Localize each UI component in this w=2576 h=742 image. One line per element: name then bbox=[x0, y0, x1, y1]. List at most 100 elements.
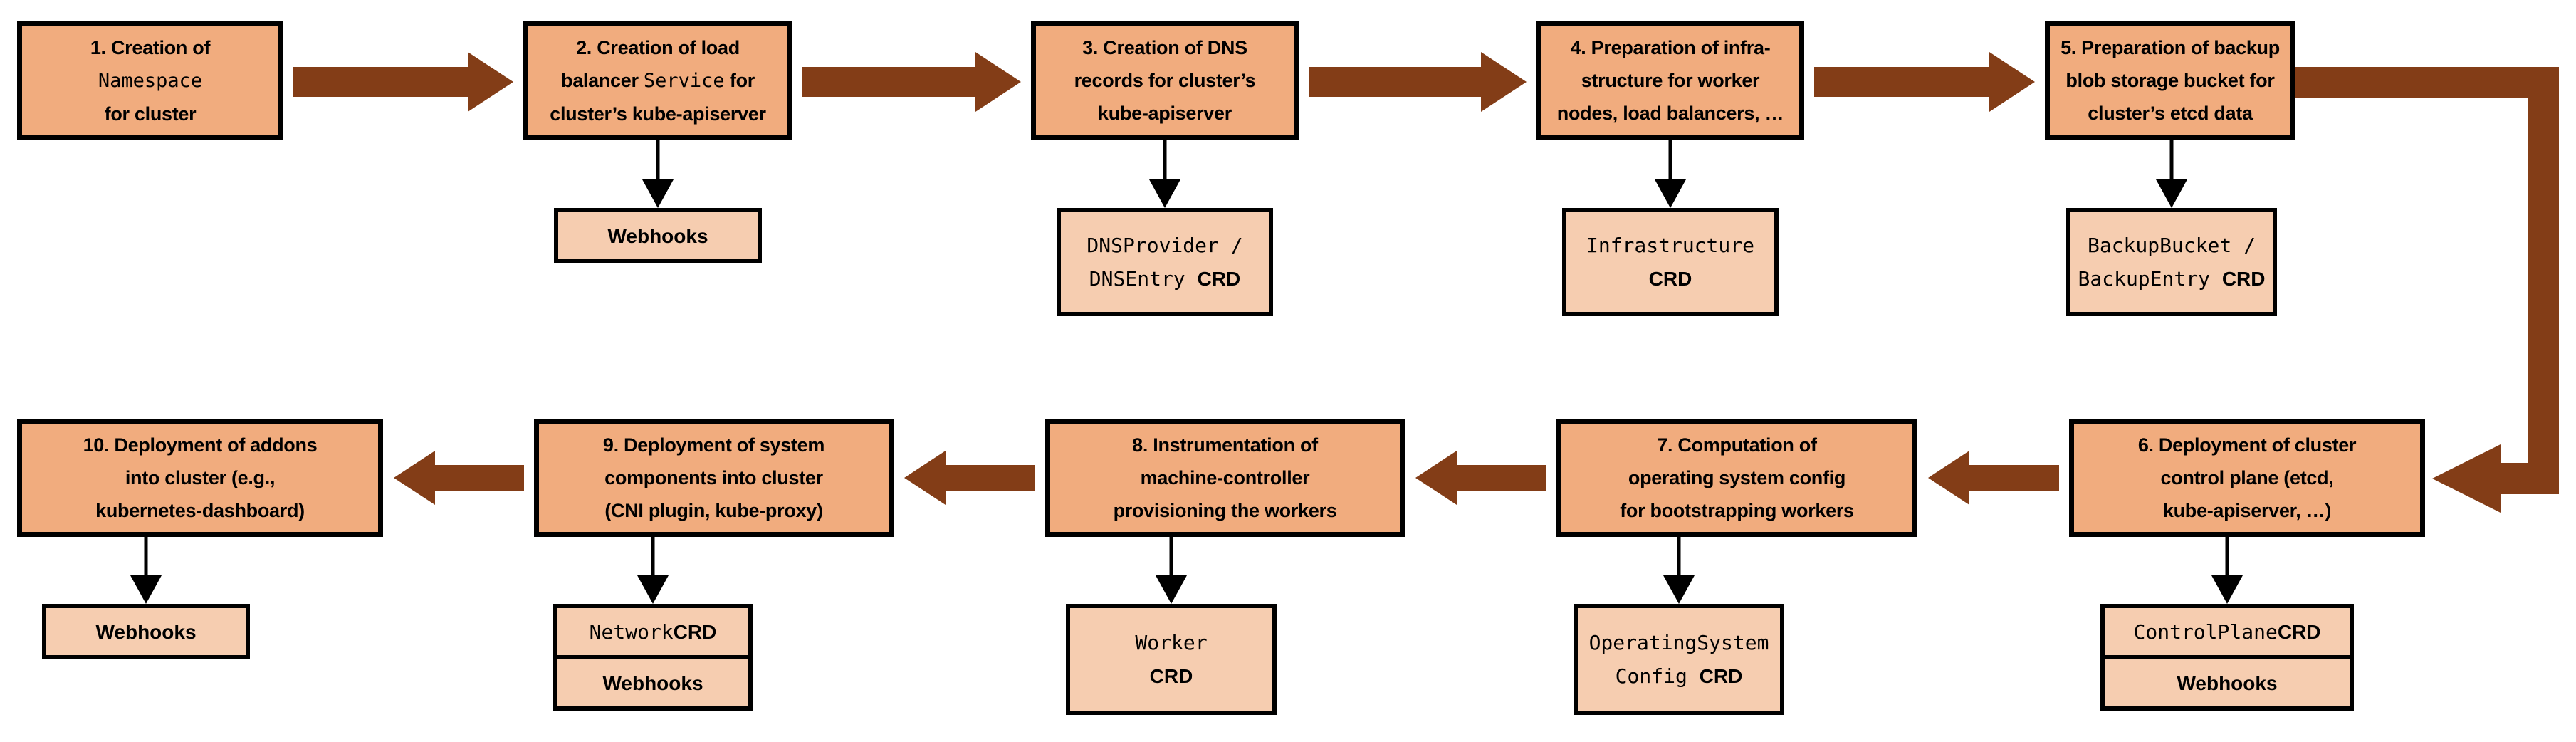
label-segment: for bbox=[724, 69, 755, 91]
label-segment: kube-apiserver, …) bbox=[2162, 500, 2332, 521]
step-box-4: 4. Preparation of infra-structure for wo… bbox=[1536, 21, 1804, 140]
label-segment: 3. Creation of DNS bbox=[1082, 37, 1247, 58]
label-segment: (CNI plugin, kube-proxy) bbox=[604, 500, 823, 521]
sub-line: Infrastructure bbox=[1586, 229, 1754, 262]
step-line: components into cluster bbox=[604, 461, 823, 494]
label-segment: 2. Creation of load bbox=[576, 36, 740, 58]
step-box-9: 9. Deployment of system components into c… bbox=[534, 419, 894, 537]
flow-arrow-step-3-to-4 bbox=[1309, 52, 1527, 112]
label-segment: operating system config bbox=[1628, 467, 1846, 488]
connector-arrow-step-4-shaft bbox=[1668, 140, 1672, 179]
step-line: structure for worker bbox=[1581, 64, 1760, 97]
label-segment: kube-apiserver bbox=[1098, 103, 1232, 124]
label-segment: records for cluster’s bbox=[1074, 70, 1256, 91]
flow-arrow-step-8-to-9 bbox=[904, 451, 1035, 505]
label-segment: 6. Deployment of cluster bbox=[2137, 434, 2357, 456]
label-segment: 9. Deployment of system bbox=[602, 434, 825, 456]
connector-arrow-step-2-shaft bbox=[656, 140, 660, 179]
step-line: (CNI plugin, kube-proxy) bbox=[604, 494, 823, 527]
code-label-segment: Worker bbox=[1135, 631, 1208, 654]
label-segment: blob storage bucket for bbox=[2065, 70, 2275, 91]
stack-compartment: Webhooks bbox=[2105, 655, 2350, 706]
label-segment: cluster’s kube-apiserver bbox=[550, 103, 766, 125]
connector-arrow-step-6-head bbox=[2211, 575, 2243, 604]
step-line: 3. Creation of DNS bbox=[1082, 31, 1247, 64]
connector-arrow-step-3-head bbox=[1149, 179, 1180, 208]
sub-line: Config CRD bbox=[1616, 659, 1743, 693]
step-line: 10. Deployment of addons bbox=[83, 429, 318, 461]
step-line: kube-apiserver bbox=[1098, 97, 1232, 130]
step-line: 8. Instrumentation of bbox=[1132, 429, 1318, 461]
label-segment: 7. Computation of bbox=[1657, 434, 1817, 456]
label-segment: 8. Instrumentation of bbox=[1132, 434, 1318, 456]
flow-arrow-step-6-to-7 bbox=[1928, 451, 2059, 505]
label-segment: CRD bbox=[1149, 665, 1193, 687]
label-segment: CRD bbox=[2221, 268, 2266, 290]
sub-line: BackupEntry CRD bbox=[2078, 262, 2266, 296]
backupbucket-backupentry-crd-box: BackupBucket / BackupEntry CRD bbox=[2066, 208, 2277, 316]
sub-line: DNSEntry CRD bbox=[1089, 262, 1240, 296]
dnsprovider-dnsentry-crd-box: DNSProvider /DNSEntry CRD bbox=[1057, 208, 1273, 316]
stack-compartment: ControlPlane CRD bbox=[2105, 608, 2350, 655]
webhooks-box-step-10: Webhooks bbox=[42, 604, 250, 659]
label-segment: Webhooks bbox=[2177, 672, 2278, 694]
step-box-5: 5. Preparation of backup blob storage buc… bbox=[2045, 21, 2295, 140]
step-line: operating system config bbox=[1628, 461, 1845, 494]
label-segment: for cluster bbox=[104, 103, 197, 125]
label-segment: CRD bbox=[673, 620, 717, 643]
code-label-segment: DNSEntry bbox=[1089, 267, 1198, 291]
label-segment: into cluster (e.g., bbox=[125, 467, 276, 488]
step-box-7: 7. Computation of operating system config… bbox=[1556, 419, 1917, 537]
code-label-segment: Namespace bbox=[98, 69, 203, 92]
label-segment: balancer bbox=[561, 69, 644, 91]
connector-arrow-step-6-shaft bbox=[2225, 537, 2229, 575]
connector-arrow-step-9-shaft bbox=[651, 537, 655, 575]
step-line: 4. Preparation of infra- bbox=[1571, 31, 1771, 64]
sub-line: BackupBucket / bbox=[2088, 229, 2256, 262]
sub-line: DNSProvider / bbox=[1087, 229, 1242, 262]
connector-arrow-step-7-head bbox=[1663, 575, 1695, 604]
step-line: 5. Preparation of backup bbox=[2061, 31, 2280, 64]
step-line: machine-controller bbox=[1141, 461, 1310, 494]
code-label-segment: Service bbox=[643, 69, 725, 92]
step-line: balancer Service for bbox=[561, 64, 755, 98]
step-line: 2. Creation of load bbox=[576, 31, 740, 64]
step-line: cluster’s etcd data bbox=[2088, 97, 2253, 130]
label-segment: Webhooks bbox=[607, 224, 708, 247]
step-line: provisioning the workers bbox=[1114, 494, 1337, 527]
code-label-segment: Network bbox=[589, 620, 674, 644]
label-segment: 4. Preparation of infra- bbox=[1570, 37, 1771, 58]
label-segment: kubernetes-dashboard) bbox=[95, 500, 305, 521]
connector-arrow-step-5-head bbox=[2156, 179, 2187, 208]
label-segment: structure for worker bbox=[1581, 70, 1760, 91]
sub-line: OperatingSystem bbox=[1589, 626, 1769, 659]
step-line: 6. Deployment of cluster bbox=[2137, 429, 2357, 461]
step-box-6: 6. Deployment of cluster control plane (e… bbox=[2069, 419, 2425, 537]
code-label-segment: Infrastructure bbox=[1586, 234, 1754, 257]
sub-line: CRD bbox=[1150, 659, 1193, 693]
label-segment: CRD bbox=[1699, 665, 1743, 687]
connector-arrow-step-10-shaft bbox=[144, 537, 148, 575]
flow-arrow-step-9-to-10 bbox=[394, 451, 524, 505]
step-line: control plane (etcd, bbox=[2160, 461, 2333, 494]
code-label-segment: Config bbox=[1615, 664, 1700, 688]
connector-arrow-step-2-head bbox=[642, 179, 674, 208]
sub-line: Webhooks bbox=[607, 219, 708, 253]
step-line: blob storage bucket for bbox=[2065, 64, 2274, 97]
label-segment: Webhooks bbox=[95, 620, 197, 643]
step-line: for bootstrapping workers bbox=[1620, 494, 1854, 527]
connector-arrow-step-3-shaft bbox=[1163, 140, 1167, 179]
step-line: 7. Computation of bbox=[1657, 429, 1817, 461]
step-box-2: 2. Creation of load balancer Service for c… bbox=[523, 21, 792, 140]
connector-arrow-step-10-head bbox=[130, 575, 162, 604]
flow-arrow-step-5-to-6-elbow bbox=[2295, 67, 2559, 513]
code-label-segment: BackupBucket / bbox=[2087, 234, 2256, 257]
sub-line: CRD bbox=[1649, 262, 1692, 296]
code-label-segment: OperatingSystem bbox=[1588, 631, 1769, 654]
stack-compartment: Network CRD bbox=[557, 608, 748, 655]
label-segment: components into cluster bbox=[604, 467, 823, 488]
stack-compartment: Webhooks bbox=[557, 655, 748, 706]
